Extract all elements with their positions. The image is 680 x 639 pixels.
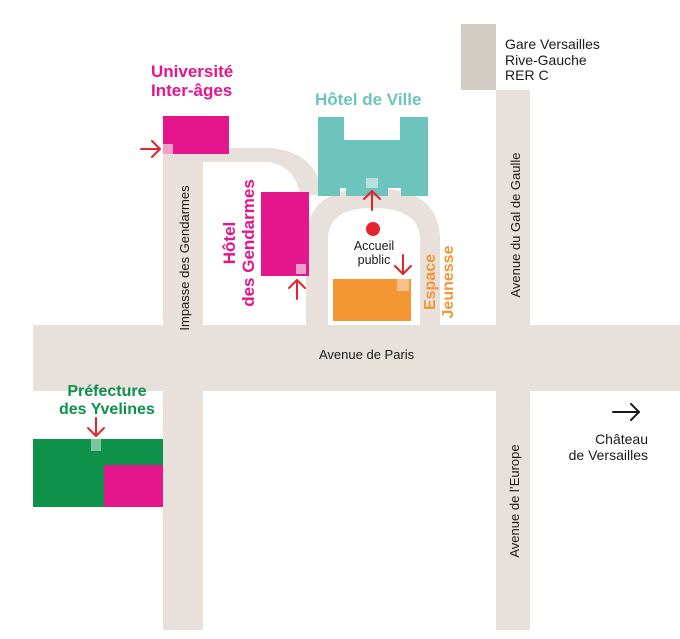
gendarmes-arrow-icon [288,279,306,300]
avenue-de-gaulle-label: Avenue du Gal de Gaulle [508,152,523,298]
impasse-des-gendarmes-label: Impasse des Gendarmes [177,185,192,331]
gare-building [461,24,496,90]
avenue-de-paris-label: Avenue de Paris [319,347,415,362]
hotel-de-ville-arrow-icon [363,190,381,211]
chateau-label: Château de Versailles [568,431,648,463]
universite-entrance [163,144,173,154]
prefecture-entrance [91,439,101,451]
avenue-de-l-europe-road [496,388,530,630]
hotel-gendarmes-label: Hôtel des Gendarmes [220,179,259,307]
accueil-dot [366,222,380,236]
gare-label: Gare Versailles Rive-Gauche RER C [505,36,600,84]
impasse-des-gendarmes-road [163,150,203,630]
avenue-de-paris-road [33,325,680,391]
hotel-de-ville-entrance [366,178,378,188]
avenue-de-gaulle-road [496,90,530,330]
gendarmes-entrance [296,264,306,274]
avenue-de-l-europe-label: Avenue de l’Europe [507,444,522,558]
prefecture-arrow-icon [87,417,105,437]
forecourt-road [306,188,440,330]
universite-label: Université Inter-âges [151,62,234,101]
prefecture-label: Préfecture des Yvelines [59,383,155,418]
espace-jeunesse-entrance [397,279,409,291]
universite-building [163,116,229,154]
prefecture-annex [104,465,163,507]
hotel-de-ville-label: Hôtel de Ville [315,90,422,109]
espace-jeunesse-label: Espace Jeunesse [422,245,457,319]
espace-jeunesse-arrow-icon [394,254,412,275]
accueil-label: Accueil public [353,239,395,267]
hotel-de-ville-building [318,117,428,196]
gendarmes-building [261,192,309,276]
right-arrow-icon [612,403,640,421]
universite-arrow-icon [140,140,161,158]
